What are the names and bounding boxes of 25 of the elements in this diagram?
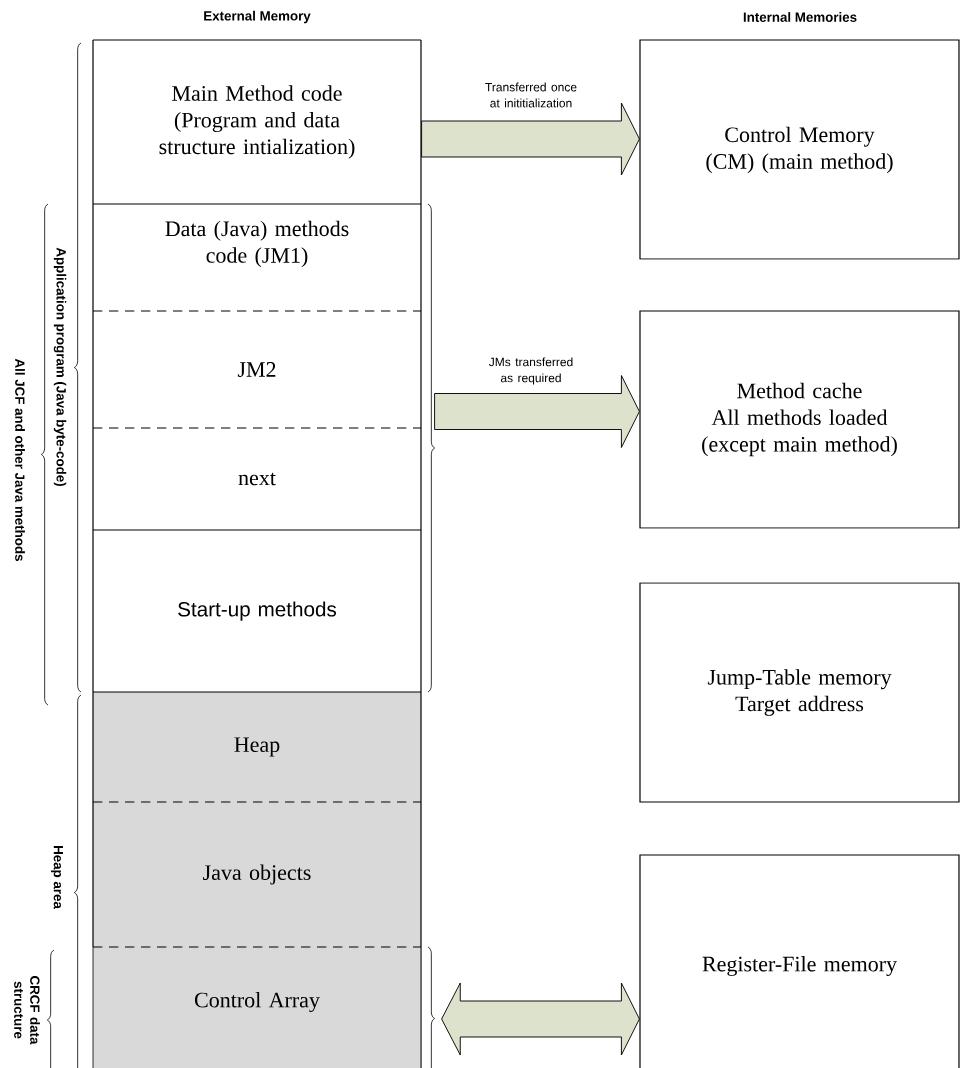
memory-segment: JM2 <box>92 310 422 429</box>
memory-segment: Start-up methods <box>92 529 422 693</box>
memory-box: Method cache All methods loaded (except main method) <box>639 310 960 529</box>
block-arrow <box>421 102 640 176</box>
edge-label: Transferred once at inititialization <box>485 82 577 108</box>
brace-label: Application program (Java byte-code) <box>53 247 67 486</box>
brace-label: Heap area <box>51 846 63 909</box>
column-heading: External Memory <box>204 10 311 24</box>
block-arrow <box>441 982 640 1056</box>
brace-label: CRCF data structure <box>14 976 40 1045</box>
memory-box: Jump-Table memory Target address <box>639 582 960 803</box>
memory-segment: next <box>92 427 422 531</box>
brace-label: All JCF and other Java methods <box>15 358 25 561</box>
node-label: Heap <box>234 737 280 757</box>
block-arrow <box>434 375 640 448</box>
column-heading: Internal Memories <box>743 12 857 22</box>
memory-box: Register-File memory <box>639 854 960 1068</box>
memory-segment: Heap <box>92 691 422 803</box>
edge-label: JMs transferred as required <box>488 357 573 385</box>
memory-segment: Control Array <box>92 946 422 1068</box>
memory-segment: Main Method code (Program and data structure intialization) <box>92 39 422 205</box>
memory-segment: Java objects <box>92 801 422 948</box>
node-label: Java objects <box>203 864 311 885</box>
memory-box: Control Memory (CM) (main method) <box>639 39 960 260</box>
memory-segment: Data (Java) methods code (JM1) <box>92 203 422 312</box>
